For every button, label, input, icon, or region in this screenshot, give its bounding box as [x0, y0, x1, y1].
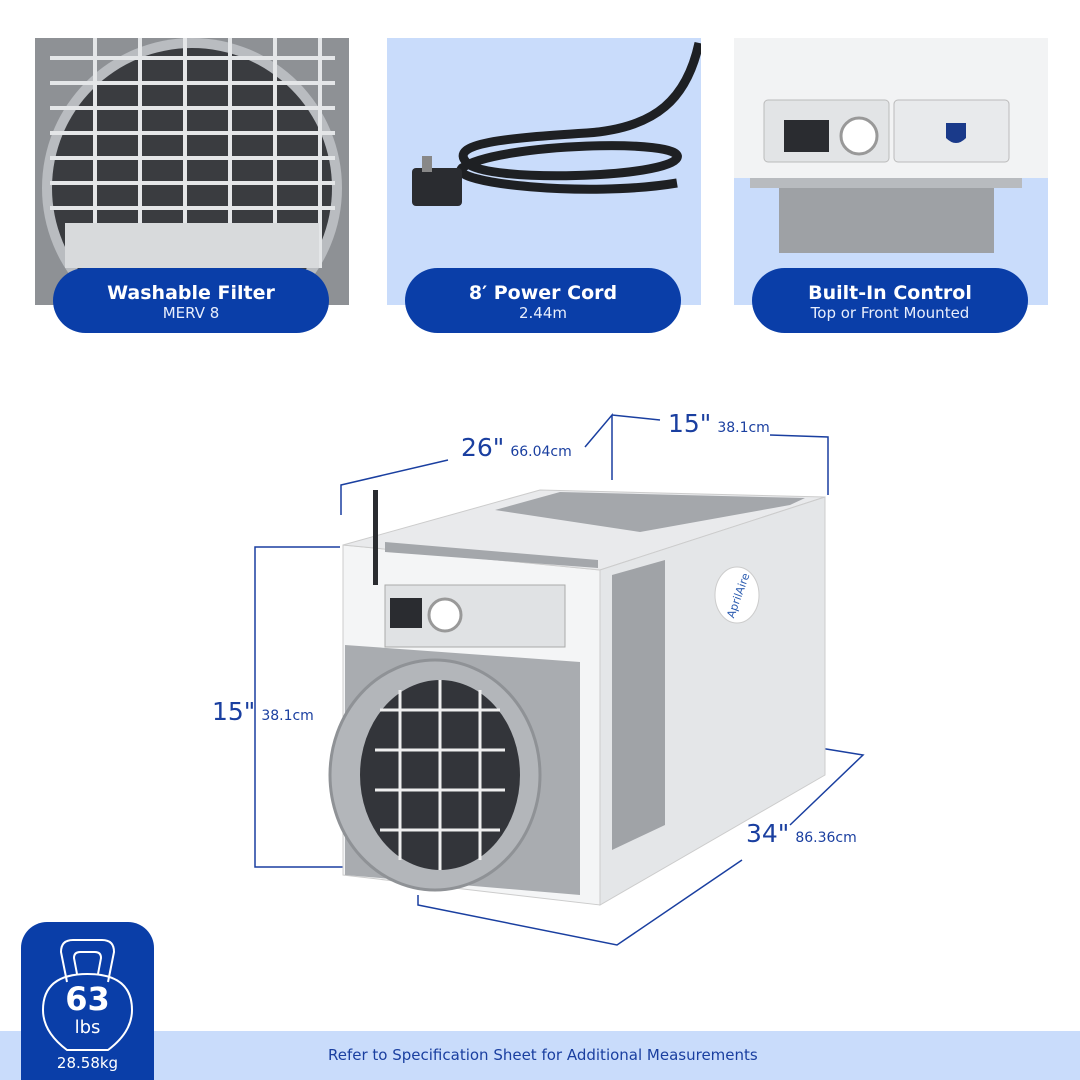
filter-grille-icon — [42, 38, 342, 305]
feature-title: Washable Filter — [107, 282, 275, 304]
feature-subtitle: Top or Front Mounted — [810, 304, 970, 322]
height-cm: 38.1cm — [261, 708, 314, 724]
dehumidifier-illustration: AprilAire — [254, 412, 865, 946]
power-cord-image — [387, 38, 701, 305]
length-dimension: 34" 86.36cm — [746, 819, 857, 848]
depth-dimension: 26" 66.04cm — [461, 433, 572, 462]
depth-cm: 66.04cm — [510, 444, 572, 460]
feature-subtitle: MERV 8 — [162, 304, 220, 322]
power-cord-pill: 8′ Power Cord 2.44m — [405, 268, 681, 333]
width-inches: 15" — [668, 409, 712, 438]
length-cm: 86.36cm — [795, 830, 857, 846]
width-dimension: 15" 38.1cm — [668, 409, 770, 438]
dimension-lines — [254, 412, 865, 946]
footer-note: Refer to Specification Sheet for Additio… — [328, 1046, 758, 1064]
weight-badge: 63 lbs 28.58kg — [21, 922, 154, 1080]
width-cm: 38.1cm — [717, 420, 770, 436]
height-dimension: 15" 38.1cm — [212, 697, 314, 726]
control-unit-icon — [734, 38, 1048, 253]
washable-filter-pill: Washable Filter MERV 8 — [53, 268, 329, 333]
washable-filter-image — [35, 38, 349, 305]
kettlebell-icon — [41, 939, 134, 1051]
weight-metric: 28.58kg — [56, 1054, 119, 1072]
feature-subtitle: 2.44m — [518, 304, 567, 322]
depth-inches: 26" — [461, 433, 505, 462]
built-in-control-pill: Built-In Control Top or Front Mounted — [752, 268, 1028, 333]
weight-unit: lbs — [74, 1017, 101, 1038]
weight-value: 63 — [65, 980, 110, 1018]
footer-band: Refer to Specification Sheet for Additio… — [0, 1031, 1080, 1080]
feature-title: 8′ Power Cord — [468, 282, 618, 304]
power-cord-icon — [412, 42, 701, 206]
height-inches: 15" — [212, 697, 256, 726]
feature-title: Built-In Control — [808, 282, 972, 304]
length-inches: 34" — [746, 819, 790, 848]
control-panel-image — [734, 38, 1048, 305]
